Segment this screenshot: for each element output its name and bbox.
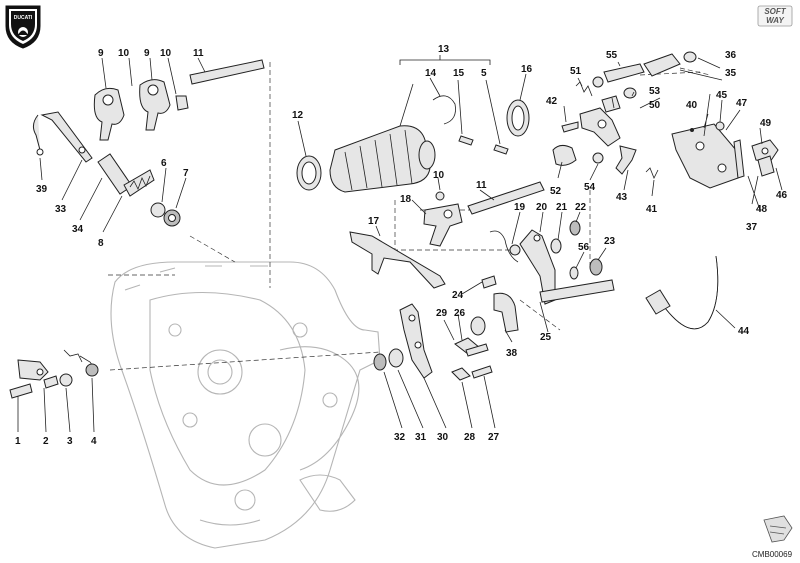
- callout-10a: 10: [118, 48, 130, 59]
- callout-37: 37: [746, 222, 758, 233]
- drawing-code: CMB00069: [752, 550, 793, 559]
- callout-33: 33: [55, 204, 67, 215]
- callout-32: 32: [394, 432, 406, 443]
- callout-18: 18: [400, 194, 412, 205]
- callout-43: 43: [616, 192, 628, 203]
- callout-4: 4: [91, 436, 97, 447]
- callout-12: 12: [292, 110, 304, 121]
- callout-17: 17: [368, 216, 380, 227]
- callout-56: 56: [578, 242, 590, 253]
- callout-41: 41: [646, 204, 658, 215]
- callout-24: 24: [452, 290, 464, 301]
- callout-49: 49: [760, 118, 772, 129]
- crankcase-ghost: [110, 261, 381, 549]
- logo-text: DUCATI: [14, 15, 33, 21]
- callout-55: 55: [606, 50, 618, 61]
- callout-35: 35: [725, 68, 737, 79]
- callout-51: 51: [570, 66, 582, 77]
- callout-48: 48: [756, 204, 768, 215]
- soft-way-stamp: SOFT WAY: [757, 5, 793, 27]
- callout-50: 50: [649, 100, 661, 111]
- callout-40: 40: [686, 100, 698, 111]
- callout-15: 15: [453, 68, 465, 79]
- callout-42: 42: [546, 96, 558, 107]
- callout-28: 28: [464, 432, 476, 443]
- callout-22: 22: [575, 202, 587, 213]
- callout-39: 39: [36, 184, 48, 195]
- callout-21: 21: [556, 202, 568, 213]
- callout-23: 23: [604, 236, 616, 247]
- soft-way-top: SOFT: [764, 7, 786, 16]
- callout-25: 25: [540, 332, 552, 343]
- callout-3: 3: [67, 436, 73, 447]
- callout-44: 44: [738, 326, 750, 337]
- callout-7: 7: [183, 168, 189, 179]
- callout-10b: 10: [160, 48, 172, 59]
- callout-47: 47: [736, 98, 748, 109]
- callout-11a: 11: [193, 48, 204, 59]
- callout-2: 2: [43, 436, 49, 447]
- callout-52: 52: [550, 186, 562, 197]
- parts-bracket: [373, 303, 493, 381]
- callout-26: 26: [454, 308, 466, 319]
- callout-16: 16: [521, 64, 533, 75]
- callout-10c: 10: [433, 170, 445, 181]
- callout-9b: 9: [144, 48, 150, 59]
- callout-31: 31: [415, 432, 427, 443]
- callout-45: 45: [716, 90, 728, 101]
- parts-right: [552, 51, 779, 330]
- callout-46: 46: [776, 190, 788, 201]
- callout-27: 27: [488, 432, 500, 443]
- callout-20: 20: [536, 202, 548, 213]
- callout-29: 29: [436, 308, 448, 319]
- soft-way-bottom: WAY: [766, 16, 784, 25]
- callout-5: 5: [481, 68, 487, 79]
- callout-36: 36: [725, 50, 737, 61]
- next-page-arrow-icon: [763, 515, 793, 543]
- callout-9a: 9: [98, 48, 104, 59]
- callout-1: 1: [15, 436, 21, 447]
- callout-8: 8: [98, 238, 104, 249]
- parts-drum: [296, 55, 530, 193]
- callout-19: 19: [514, 202, 526, 213]
- callout-14: 14: [425, 68, 437, 79]
- ducati-logo: DUCATI: [5, 5, 41, 49]
- parts-left: [32, 59, 265, 227]
- callout-labels: 9 10 9 10 11 13 14 15 5 16 12 39 33 34 8…: [15, 44, 793, 559]
- callout-34: 34: [72, 224, 84, 235]
- parts-center: [349, 181, 615, 336]
- callout-13: 13: [438, 44, 450, 55]
- callout-6: 6: [161, 158, 167, 169]
- leader-lines: [17, 57, 783, 433]
- parts-bottom-left: [9, 349, 99, 399]
- callout-54: 54: [584, 182, 596, 193]
- callout-30: 30: [437, 432, 449, 443]
- callout-38: 38: [506, 348, 518, 359]
- callout-53: 53: [649, 86, 661, 97]
- callout-11b: 11: [476, 180, 487, 191]
